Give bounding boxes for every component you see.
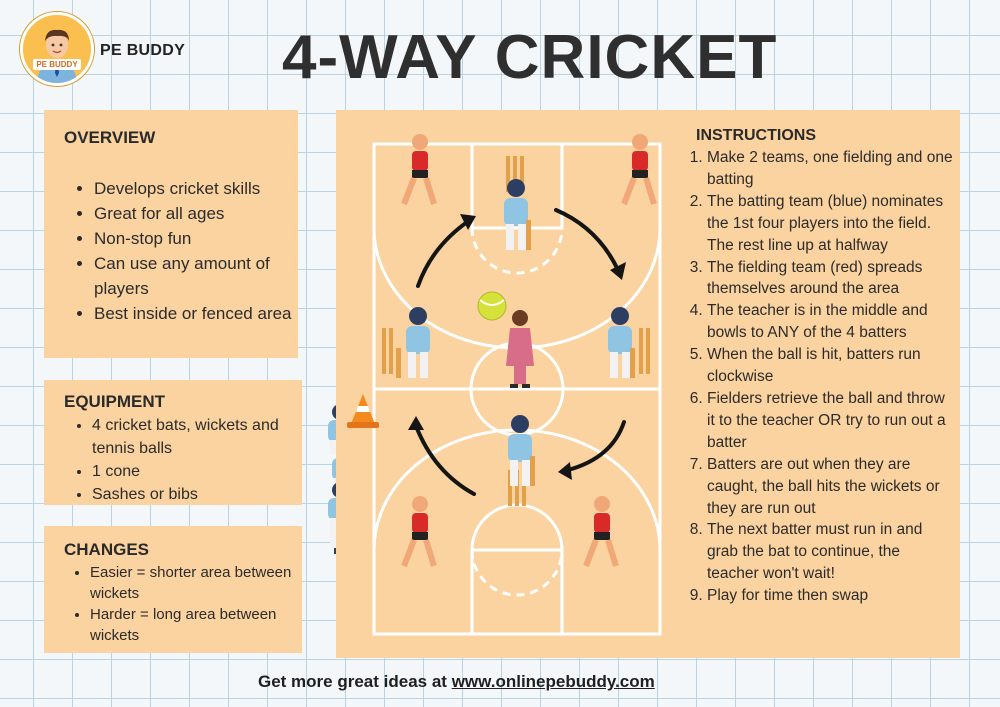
batter-icon: [508, 415, 535, 486]
overview-heading: OVERVIEW: [64, 128, 156, 147]
instructions-section: INSTRUCTIONS Make 2 teams, one fielding …: [692, 127, 954, 607]
instruction-step: The next batter must run in and grab the…: [707, 519, 954, 585]
arrow-icon: [414, 208, 626, 496]
list-item: Develops cricket skills: [94, 176, 314, 201]
list-item: 1 cone: [92, 460, 312, 483]
equipment-panel: EQUIPMENT 4 cricket bats, wickets and te…: [44, 380, 302, 505]
list-item: Best inside or fenced area: [94, 301, 314, 326]
wicket-icon: [508, 470, 526, 506]
fielder-icon: [621, 134, 657, 206]
equipment-list: 4 cricket bats, wickets and tennis balls…: [64, 414, 312, 506]
instruction-step: The batting team (blue) nominates the 1s…: [707, 191, 954, 257]
wicket-icon: [639, 328, 650, 374]
instruction-step: The fielding team (red) spreads themselv…: [707, 257, 954, 301]
ball-icon: [477, 291, 507, 321]
cone-icon: [347, 394, 379, 428]
overview-panel: OVERVIEW Develops cricket skills Great f…: [44, 110, 298, 358]
fielder-icon: [401, 134, 437, 206]
instructions-heading: INSTRUCTIONS: [696, 127, 816, 144]
wicket-icon: [506, 156, 524, 192]
footer-prefix: Get more great ideas at: [258, 672, 452, 691]
footer: Get more great ideas at www.onlinepebudd…: [258, 672, 655, 692]
list-item: Harder = long area between wickets: [90, 604, 310, 646]
list-item: Easier = shorter area between wickets: [90, 562, 310, 604]
instruction-step: When the ball is hit, batters run clockw…: [707, 344, 954, 388]
list-item: Sashes or bibs: [92, 483, 312, 506]
court-panel: INSTRUCTIONS Make 2 teams, one fielding …: [336, 110, 960, 658]
brand-name: PE BUDDY: [100, 42, 186, 59]
instructions-list: Make 2 teams, one fielding and one batti…: [692, 147, 954, 607]
page-title: 4-WAY CRICKET: [282, 23, 778, 92]
list-item: Can use any amount of players: [94, 251, 314, 301]
fielder-icon: [583, 496, 619, 568]
batter-icon: [608, 307, 635, 378]
changes-panel: CHANGES Easier = shorter area between wi…: [44, 526, 302, 653]
website-link[interactable]: www.onlinepebuddy.com: [451, 672, 655, 691]
instruction-step: Fielders retrieve the ball and throw it …: [707, 388, 954, 454]
court-diagram: [372, 134, 662, 636]
instruction-step: Play for time then swap: [707, 585, 954, 607]
list-item: Non-stop fun: [94, 226, 314, 251]
logo-badge-text: PE BUDDY: [36, 60, 78, 69]
pe-buddy-logo: PE BUDDY: [20, 12, 94, 86]
changes-list: Easier = shorter area between wickets Ha…: [64, 562, 310, 646]
batter-icon: [504, 179, 531, 250]
wicket-icon: [382, 328, 393, 374]
batter-icon: [396, 307, 430, 378]
equipment-heading: EQUIPMENT: [64, 392, 166, 411]
list-item: Great for all ages: [94, 201, 314, 226]
instruction-step: Batters are out when they are caught, th…: [707, 454, 954, 520]
changes-heading: CHANGES: [64, 540, 150, 559]
fielder-icon: [401, 496, 437, 568]
list-item: 4 cricket bats, wickets and tennis balls: [92, 414, 312, 460]
overview-list: Develops cricket skills Great for all ag…: [64, 176, 314, 326]
instruction-step: Make 2 teams, one fielding and one batti…: [707, 147, 954, 191]
teacher-icon: [506, 310, 534, 388]
instruction-step: The teacher is in the middle and bowls t…: [707, 300, 954, 344]
